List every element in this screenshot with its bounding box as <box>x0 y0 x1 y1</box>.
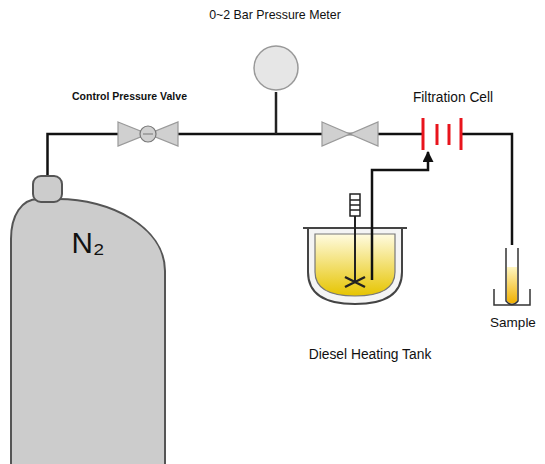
control-valve-symbol <box>118 122 178 146</box>
pipe-line <box>48 134 399 175</box>
nitrogen-cylinder: N₂ <box>10 175 166 464</box>
control-valve-knob <box>140 126 156 142</box>
pipe-line <box>508 134 512 245</box>
pressure-meter-label: 0~2 Bar Pressure Meter <box>180 8 370 23</box>
pipe-line <box>372 152 428 190</box>
sample-tube-label: Sample <box>485 315 541 331</box>
nitrogen-cylinder-label: N₂ <box>10 225 166 261</box>
filtration-cell: Filtration Cell <box>398 88 508 152</box>
diesel-heating-tank-figure <box>290 190 450 365</box>
diesel-heating-tank-label: Diesel Heating Tank <box>290 346 450 363</box>
diesel-heating-tank: Diesel Heating Tank <box>290 190 450 365</box>
sample-tube: Sample <box>485 245 541 337</box>
pressure-meter: 0~2 Bar Pressure Meter <box>180 5 370 93</box>
meter-stem <box>275 92 278 134</box>
filtration-cell-label: Filtration Cell <box>398 90 508 107</box>
shutoff-valve-symbol <box>322 122 378 146</box>
control-valve-mark <box>143 134 153 135</box>
nitrogen-cylinder-figure <box>10 175 166 464</box>
valve-label: Control Pressure Valve <box>72 90 187 103</box>
